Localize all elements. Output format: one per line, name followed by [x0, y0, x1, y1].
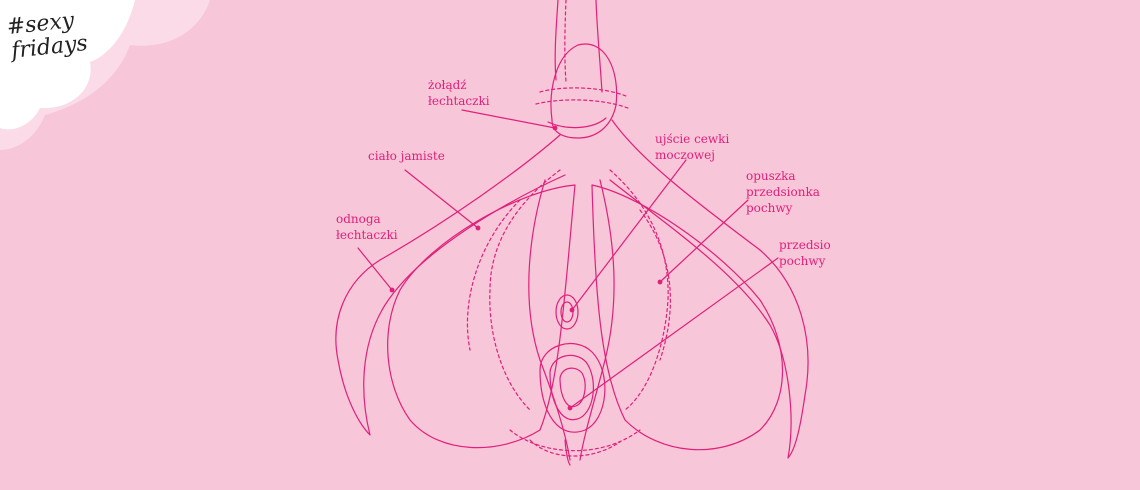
cloud-shape — [0, 0, 210, 150]
bulb-left — [387, 184, 576, 449]
leader-glans — [461, 109, 556, 129]
leader-crus — [357, 247, 393, 291]
vessel-right — [595, 0, 603, 93]
dot-vestibule — [567, 405, 573, 411]
leader-bulb — [659, 199, 749, 283]
crus-right — [609, 119, 809, 459]
dot-crus — [389, 287, 395, 293]
dot-glans — [552, 125, 558, 131]
label-urethra: ujście cewki moczowej — [655, 132, 730, 162]
label-crus: odnoga łechtaczki — [336, 212, 398, 242]
urethral-opening — [555, 294, 579, 330]
sexy-fridays-badge: #sexy fridays — [6, 8, 89, 64]
dot-bulb — [657, 279, 663, 285]
label-corpus: ciało jamiste — [368, 149, 445, 163]
bulb-right — [591, 184, 783, 451]
glans-shape — [550, 43, 618, 139]
dot-urethra — [569, 307, 575, 313]
label-glans: żołądź łechtaczki — [428, 78, 490, 108]
crus-left — [335, 134, 566, 436]
vaginal-opening — [539, 343, 606, 433]
leader-vestibule — [569, 257, 779, 409]
label-bulb: opuszka przedsionka pochwy — [746, 169, 820, 215]
leader-urethra — [571, 159, 687, 311]
vessel-left-dash — [564, 0, 567, 83]
label-vestibule: przedsio pochwy — [779, 238, 831, 268]
leader-corpus — [404, 169, 479, 229]
dot-corpus — [475, 225, 481, 231]
